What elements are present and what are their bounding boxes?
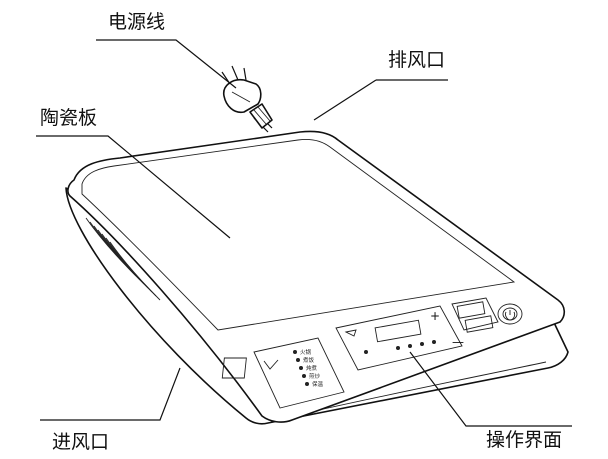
intake-vent-slats	[85, 217, 161, 301]
mode-label-2: 炖煮	[306, 364, 318, 372]
pot-icon	[344, 329, 357, 337]
mode-label-4: 保温	[312, 380, 324, 388]
cooktop-top-outer	[67, 130, 566, 423]
mode-panel	[253, 337, 345, 409]
mode-label-3: 煎炒	[309, 372, 321, 380]
mode-label-1: 煮饭	[303, 356, 315, 364]
timer-button[interactable]	[464, 315, 494, 333]
led-display	[374, 319, 422, 343]
function-button[interactable]	[221, 357, 247, 379]
label-exhaust-vent: 排风口	[388, 49, 445, 71]
right-button-panel	[451, 297, 499, 331]
ceramic-plate-surface	[81, 138, 516, 331]
power-button[interactable]	[497, 303, 523, 325]
plus-sign: +	[430, 309, 440, 323]
leader-lines	[36, 39, 572, 427]
label-power-cord: 电源线	[108, 11, 165, 33]
power-icon	[505, 310, 516, 321]
power-cord	[221, 65, 273, 133]
label-ceramic-plate: 陶瓷板	[40, 107, 97, 129]
plug-icon	[222, 78, 262, 114]
display-panel	[335, 305, 463, 371]
timer-indicator	[364, 350, 368, 354]
label-intake-vent: 进风口	[52, 431, 109, 453]
control-panel: 火锅 煮饭 炖煮 煎炒 保温 + —	[221, 297, 523, 409]
minus-sign: —	[452, 335, 464, 349]
mode-label-0: 火锅	[300, 348, 312, 356]
start-button[interactable]	[456, 301, 486, 319]
label-control-panel: 操作界面	[486, 429, 562, 451]
